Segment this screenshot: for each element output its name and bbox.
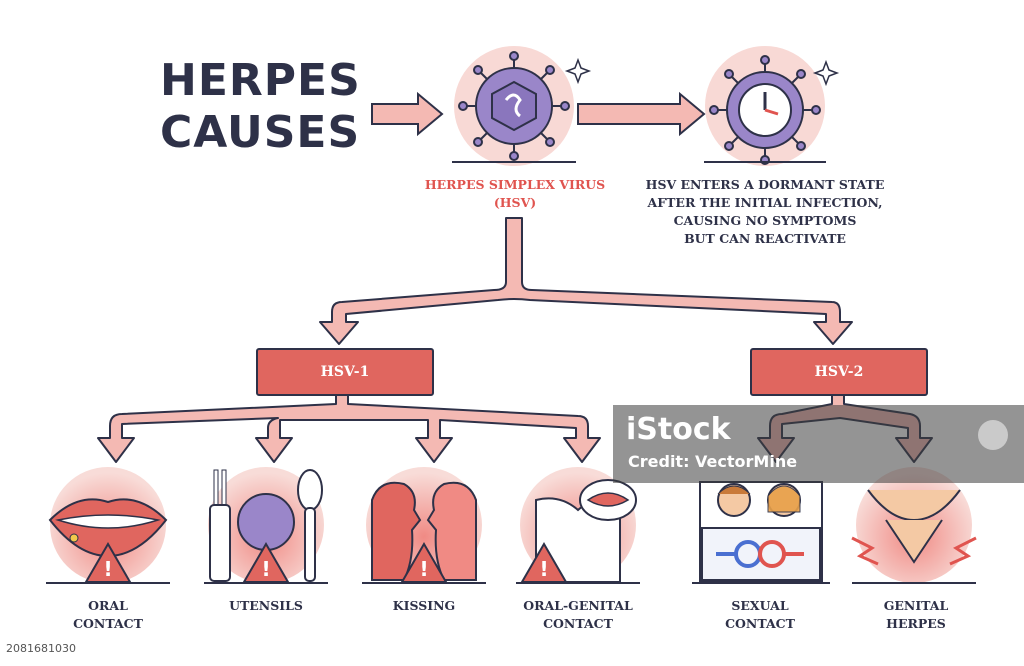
page-title: HERPES CAUSES [160, 55, 370, 159]
cause-line-1: ORAL-GENITAL [523, 598, 633, 613]
hsv-label: HERPES SIMPLEX VIRUS (HSV) [410, 176, 620, 212]
svg-text:!: ! [103, 557, 112, 581]
dormant-label-line-4: BUT CAN REACTIVATE [684, 231, 846, 246]
oral-genital-icon: ! [516, 467, 640, 584]
cause-label-sexual-contact: SEXUAL CONTACT [700, 597, 820, 633]
hsv-label-line-2: (HSV) [493, 195, 537, 210]
cause-line-1: ORAL [88, 598, 128, 613]
watermark-band [613, 405, 1024, 483]
hsv-label-line-1: HERPES SIMPLEX VIRUS [424, 177, 606, 192]
cause-label-genital-herpes: GENITAL HERPES [856, 597, 976, 633]
sexual-contact-icon [692, 481, 830, 584]
hsv1-box: HSV-1 [256, 348, 434, 396]
hsv1-branches [97, 391, 601, 463]
svg-text:!: ! [419, 557, 428, 581]
svg-text:!: ! [261, 557, 270, 581]
oral-contact-icon: ! [46, 467, 170, 584]
hsv2-box: HSV-2 [750, 348, 928, 396]
cause-line-1: SEXUAL [731, 598, 789, 613]
watermark-circle-icon [978, 420, 1008, 450]
stock-id: 2081681030 [6, 642, 76, 655]
cause-line-1: UTENSILS [229, 598, 303, 613]
kissing-icon: ! [362, 467, 486, 584]
cause-line-2: CONTACT [725, 616, 795, 631]
dormant-label-line-1: HSV ENTERS A DORMANT STATE [645, 177, 885, 192]
watermark-logo: iStock [626, 412, 731, 447]
dormant-label: HSV ENTERS A DORMANT STATE AFTER THE INI… [630, 176, 900, 248]
cause-label-oral-contact: ORAL CONTACT [48, 597, 168, 633]
watermark-credit: Credit: VectorMine [628, 452, 798, 471]
cause-line-1: KISSING [392, 598, 456, 613]
cause-line-1: GENITAL [883, 598, 949, 613]
title-line-2: CAUSES [160, 107, 361, 158]
cause-line-2: CONTACT [73, 616, 143, 631]
cause-label-kissing: KISSING [364, 597, 484, 615]
cause-line-2: HERPES [886, 616, 946, 631]
dormant-label-line-2: AFTER THE INITIAL INFECTION, [647, 195, 883, 210]
dormant-label-line-3: CAUSING NO SYMPTOMS [673, 213, 857, 228]
cause-label-oral-genital: ORAL-GENITAL CONTACT [508, 597, 648, 633]
genital-herpes-icon [851, 467, 977, 584]
utensils-icon: ! [204, 467, 328, 584]
virus-icon [452, 46, 592, 166]
arrow-title-to-virus [371, 91, 444, 137]
svg-text:!: ! [539, 557, 548, 581]
cause-label-utensils: UTENSILS [206, 597, 326, 615]
split-arrow [319, 217, 853, 345]
dormant-clock-icon [704, 46, 840, 166]
cause-line-2: CONTACT [543, 616, 613, 631]
arrow-virus-to-dormant [577, 91, 706, 137]
title-line-1: HERPES [160, 55, 361, 106]
